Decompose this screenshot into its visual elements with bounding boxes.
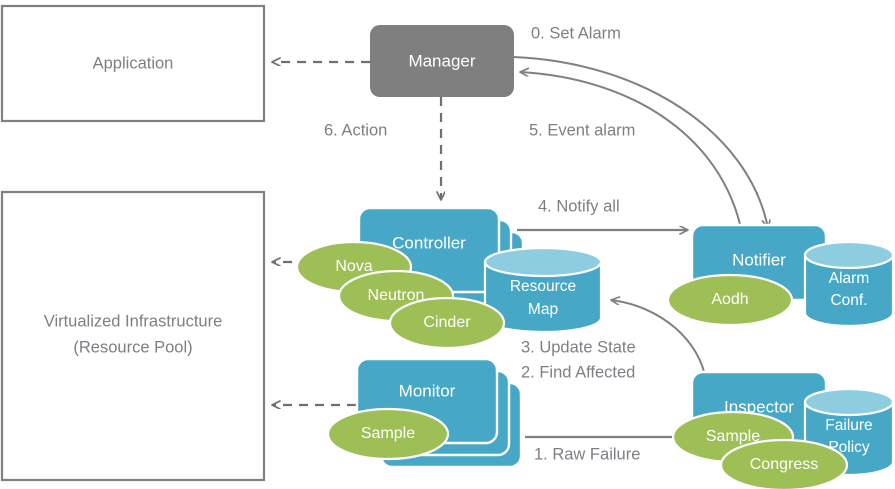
connector-set-alarm — [512, 56, 768, 228]
aodh-label: Aodh — [711, 291, 748, 308]
connector-inspector-to-resource-map — [611, 300, 707, 382]
controller-label: Controller — [392, 233, 466, 252]
infrastructure-label-line2: (Resource Pool) — [73, 338, 192, 356]
infrastructure-label-line1: Virtualized Infrastructure — [44, 312, 223, 330]
connector-event-alarm — [520, 72, 743, 234]
resource-map-label-line1: Resource — [510, 278, 576, 295]
cinder-label: Cinder — [423, 314, 471, 331]
monitor-label: Monitor — [399, 381, 456, 400]
step-label-update-state: 3. Update State — [521, 338, 636, 356]
infrastructure-box-shape — [0, 190, 266, 482]
nova-label: Nova — [335, 258, 372, 275]
congress-ellipse — [719, 438, 849, 489]
alarm-conf-cylinder[interactable]: Alarm Conf. — [803, 240, 895, 328]
neutron-label: Neutron — [368, 287, 425, 304]
manager-box-shape — [370, 25, 514, 97]
step-label-action: 6. Action — [324, 121, 387, 139]
cinder-ellipse — [388, 296, 506, 350]
application-box-shape — [0, 4, 266, 123]
alarm-conf-label-line2: Conf. — [830, 292, 867, 309]
resource-map-cyl-top — [483, 246, 603, 278]
notifier-label: Notifier — [732, 250, 786, 269]
application-label: Application — [93, 54, 174, 72]
alarm-conf-label-line1: Alarm — [829, 270, 869, 287]
failure-policy-cyl-top — [803, 387, 895, 417]
sample-monitor-ellipse — [326, 407, 450, 461]
sample-monitor-label: Sample — [361, 425, 415, 442]
application-box[interactable]: Application — [0, 4, 266, 123]
resource-map-label-line2: Map — [528, 301, 558, 318]
step-label-event-alarm: 5. Event alarm — [529, 121, 635, 139]
aodh-component[interactable]: Aodh — [666, 273, 794, 327]
step-label-find-affected: 2. Find Affected — [521, 363, 635, 381]
manager-label: Manager — [408, 51, 475, 70]
alarm-conf-cyl-top — [803, 240, 895, 270]
congress-label: Congress — [750, 456, 818, 473]
sample-monitor-component[interactable]: Sample — [326, 407, 450, 461]
aodh-ellipse — [666, 273, 794, 327]
infrastructure-box[interactable]: Virtualized Infrastructure (Resource Poo… — [0, 190, 266, 482]
failure-policy-label-line1: Failure — [825, 417, 872, 434]
resource-map-cylinder[interactable]: Resource Map — [483, 246, 603, 334]
cinder-component[interactable]: Cinder — [388, 296, 506, 350]
alarm-conf-cyl-body — [803, 253, 895, 328]
congress-component[interactable]: Congress — [719, 438, 849, 489]
manager-box[interactable]: Manager — [370, 25, 514, 97]
step-label-raw-failure: 1. Raw Failure — [534, 445, 640, 463]
step-label-set-alarm: 0. Set Alarm — [531, 24, 621, 42]
sample-inspector-label: Sample — [706, 428, 760, 445]
step-label-notify-all: 4. Notify all — [538, 197, 620, 215]
